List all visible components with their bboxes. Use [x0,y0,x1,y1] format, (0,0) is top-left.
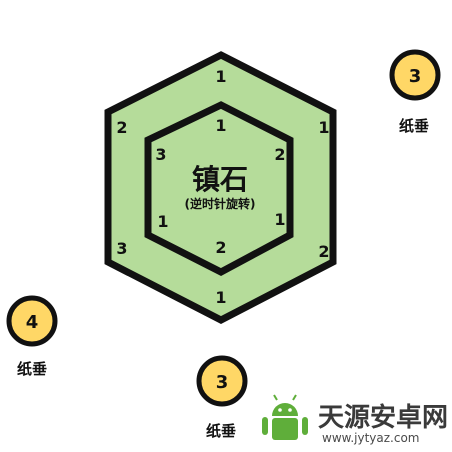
inner-ring-lower-right-number: 1 [274,210,285,229]
outer-ring-lower-right-number: 2 [318,242,329,261]
outer-ring-upper-left-number: 2 [116,118,127,137]
inner-ring-upper-left-number: 3 [155,145,166,164]
inner-ring-lower-left-number: 1 [157,212,168,231]
token-bottom-circle [196,355,248,407]
token-bottom-label: 纸垂 [206,422,236,440]
inner-hexagon [144,101,294,276]
android-robot-icon [262,394,308,440]
token-top-right-label: 纸垂 [399,117,429,135]
center-subtitle: (逆时针旋转) [185,196,256,211]
watermark-url: www.jytyaz.com [322,431,420,445]
center-title: 镇石 [192,163,248,196]
token-left-label: 纸垂 [17,360,47,378]
inner-ring-top-number: 1 [215,116,226,135]
outer-ring-top-number: 1 [215,67,226,86]
outer-ring-bottom-number: 1 [215,288,226,307]
token-top-right-circle [389,49,441,101]
token-top-right-number: 3 [409,66,422,87]
token-left-circle [6,295,58,347]
watermark-name: 天源安卓网 [318,403,448,433]
token-left[interactable]: 4 纸垂 [6,295,58,378]
token-bottom[interactable]: 3 纸垂 [196,355,248,440]
token-left-number: 4 [26,312,39,333]
inner-ring-bottom-number: 2 [215,238,226,257]
watermark: 天源安卓网 www.jytyaz.com [262,394,448,445]
outer-ring-upper-right-number: 1 [318,118,329,137]
token-bottom-number: 3 [216,372,229,393]
token-top-right[interactable]: 3 纸垂 [389,49,441,135]
outer-ring-lower-left-number: 3 [116,239,127,258]
inner-ring-upper-right-number: 2 [274,145,285,164]
